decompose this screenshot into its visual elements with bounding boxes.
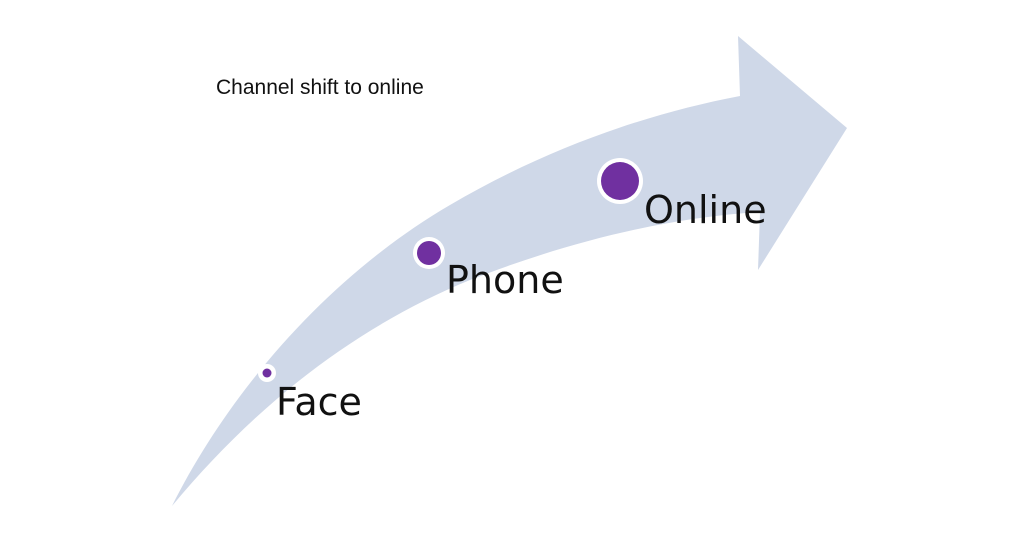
- stage-label-online: Online: [644, 188, 767, 232]
- stage-dot-phone: [413, 237, 445, 269]
- diagram-title: Channel shift to online: [216, 76, 424, 99]
- stage-label-phone: Phone: [446, 258, 564, 302]
- stage-label-face: Face: [276, 380, 362, 424]
- stage-dot-online: [597, 158, 643, 204]
- stage-dot-face: [258, 364, 276, 382]
